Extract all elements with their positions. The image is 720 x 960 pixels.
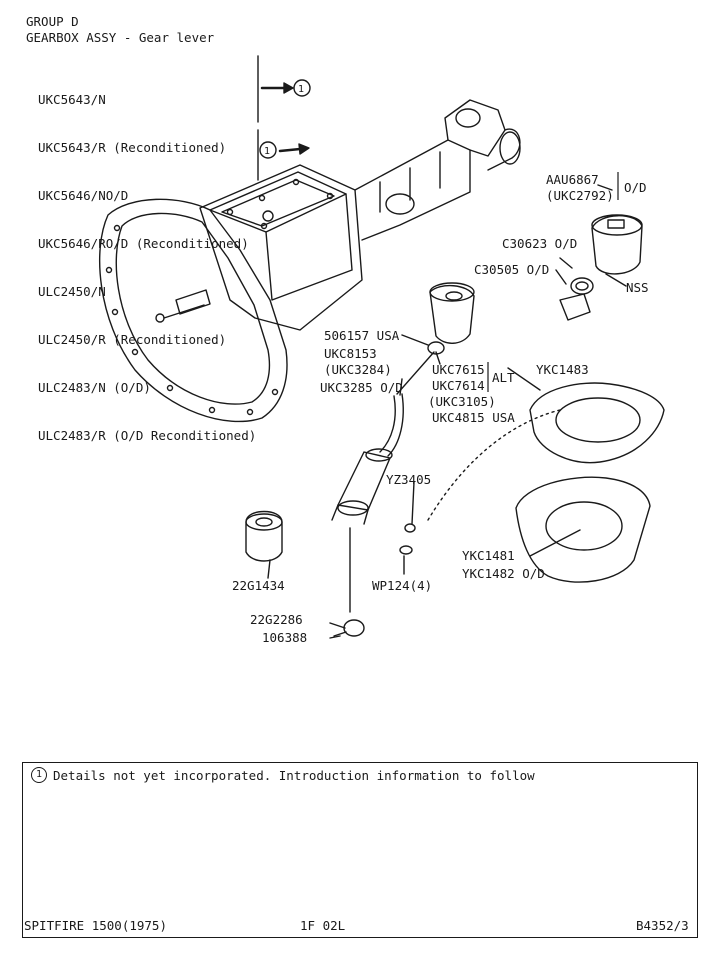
callout-c30623: C30623 O/D [502,236,577,251]
callout-ykc1483: YKC1483 [536,362,589,377]
part-number: UKC5646/NO/D [38,188,129,203]
exploded-view-diagram: AAU6867 (UKC2792) O/D C30623 O/D C30505 … [98,55,665,645]
callout-ukc3285: UKC3285 O/D [320,380,403,395]
leader-line [427,409,561,521]
callout-aau6867: AAU6867 [546,172,599,187]
part-number: ULC2450/R (Reconditioned) [38,332,227,347]
note-text: Details not yet incorporated. Introducti… [53,767,535,783]
callout-od: O/D [624,180,647,195]
overdrive-knob [559,214,643,321]
part-number: ULC2483/R (O/D Reconditioned) [38,428,257,443]
part-number: ULC2483/N (O/D) [38,380,151,395]
callout-ukc7614: UKC7614 [432,378,485,393]
callout-ukc3105: (UKC3105) [428,394,496,409]
callout-ykc1482: YKC1482 O/D [462,566,545,581]
gear-knob [427,282,475,355]
callout-ukc7615: UKC7615 [432,362,485,377]
callout-506157: 506157 USA [324,328,400,343]
gear-lever-boot [515,476,651,583]
note-marker-icon [259,141,277,159]
callout-yz3405: YZ3405 [386,472,431,487]
note-row: 1 Details not yet incorporated. Introduc… [31,767,535,783]
callout-ukc3284: (UKC3284) [324,362,392,377]
callout-alt: ALT [492,370,515,385]
nut-22g2286 [333,619,365,637]
callout-ykc1481: YKC1481 [462,548,515,563]
footer-model: SPITFIRE 1500(1975) [24,918,167,933]
callout-wp124: WP124(4) [372,578,432,593]
group-label: GROUP D [26,14,79,29]
callout-22g2286: 22G2286 [250,612,303,627]
note-marker-label: 1 [264,146,270,157]
footer-reference: 1F 02L [300,918,346,933]
note-marker-label: 1 [298,84,304,95]
note-marker-icon [293,79,311,97]
bush-22g1434 [245,510,283,562]
note-marker-icon: 1 [31,767,47,783]
footer-page-number: B4352/3 [636,918,689,933]
callout-ukc8153: UKC8153 [324,346,377,361]
gear-lever-gaiter [529,382,665,464]
callout-22g1434: 22G1434 [232,578,285,593]
arrow-icon [260,82,294,94]
input-shaft [175,289,211,315]
notes-box: 1 Details not yet incorporated. Introduc… [22,762,698,938]
page-title: GEARBOX ASSY - Gear lever [26,30,215,45]
part-number: UKC5643/R (Reconditioned) [38,140,227,155]
gearbox-part-list: UKC5643/N UKC5643/R (Reconditioned) UKC5… [38,60,256,460]
bell-housing [98,198,288,423]
callout-ukc2792: (UKC2792) [546,188,614,203]
callout-nss: NSS [626,280,649,295]
callout-c30505: C30505 O/D [474,262,549,277]
gear-lever [331,351,435,525]
gearbox-casing [199,99,521,331]
arrow-icon [278,143,310,155]
callout-106388: 106388 [262,630,307,645]
screw-yz3405 [399,523,416,555]
part-number: ULC2450/N [38,284,106,299]
callout-ukc4815: UKC4815 USA [432,410,515,425]
part-number: UKC5643/N [38,92,106,107]
